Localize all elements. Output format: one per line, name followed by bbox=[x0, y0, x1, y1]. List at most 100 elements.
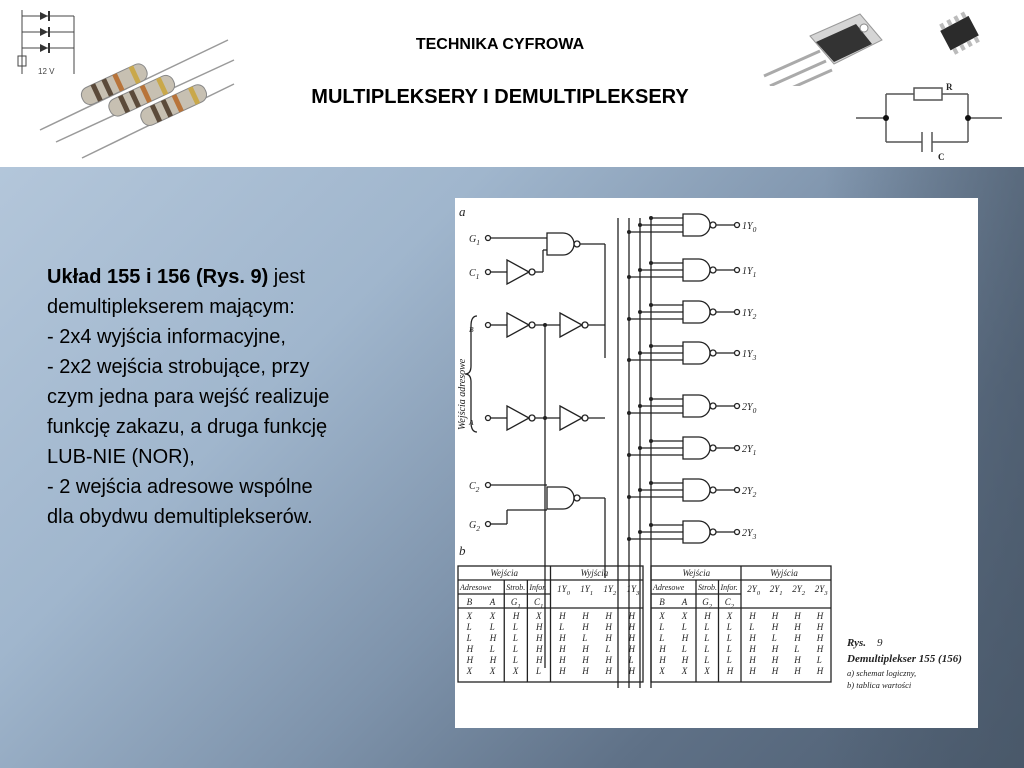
truth-table-2-cell: L bbox=[703, 622, 709, 632]
truth-table-2-cell: H bbox=[816, 611, 824, 621]
wire-junction bbox=[627, 275, 631, 279]
input-c1-terminal bbox=[484, 268, 492, 276]
truth-table-1-cell: H bbox=[466, 644, 474, 654]
gate-2y2-bubble bbox=[709, 486, 717, 494]
wire-junction bbox=[649, 216, 653, 220]
input-g1-label: G1 bbox=[469, 234, 480, 247]
truth-table-1-cell: H bbox=[558, 655, 566, 665]
gate-1y0-bubble bbox=[709, 221, 717, 229]
truth-table-2-cell: X bbox=[658, 666, 665, 676]
wire-junction bbox=[627, 358, 631, 362]
slide-text: Układ 155 i 156 (Rys. 9) jest demultiple… bbox=[47, 262, 422, 532]
truth-table-1-cell: H bbox=[558, 611, 566, 621]
truth-table-1-col-1y0: 1Y0 bbox=[557, 584, 571, 597]
truth-table-2-col-2y3: 2Y3 bbox=[815, 584, 829, 597]
gate-1y0-terminal bbox=[733, 221, 741, 229]
truth-table-2-cell: H bbox=[748, 644, 756, 654]
resistors-decoration bbox=[39, 39, 235, 159]
truth-table-1-cell: X bbox=[466, 666, 473, 676]
text-line-4: czym jedna para wejść realizuje bbox=[47, 386, 330, 408]
truth-table-1-cell: L bbox=[535, 666, 541, 676]
truth-table-1-cell: L bbox=[627, 655, 633, 665]
truth-table-2-cell: H bbox=[703, 611, 711, 621]
gate-2y3-terminal bbox=[733, 528, 741, 536]
truth-table-2-cell: H bbox=[771, 611, 779, 621]
truth-table-1-cell: H bbox=[466, 655, 474, 665]
truth-table-2-cell: H bbox=[748, 655, 756, 665]
gate-1y2-bubble bbox=[709, 308, 717, 316]
input-c2-terminal bbox=[484, 481, 492, 489]
text-line-1: demultiplekserem mającym: bbox=[47, 296, 295, 318]
wire-junction bbox=[649, 439, 653, 443]
truth-table-1-col-a: A bbox=[489, 597, 496, 607]
address-inputs-label: Wejścia adresowe bbox=[457, 358, 468, 430]
truth-table-2-cell: H bbox=[658, 655, 666, 665]
truth-table-1-col-c1: C1 bbox=[534, 597, 543, 610]
buffer-b2 bbox=[559, 311, 584, 339]
truth-table-2-cell: H bbox=[748, 611, 756, 621]
truth-table-1-cell: L bbox=[604, 644, 610, 654]
truth-table-2-cell: H bbox=[748, 633, 756, 643]
truth-table-2-cell: H bbox=[748, 666, 756, 676]
truth-table-2-cell: H bbox=[816, 666, 824, 676]
output-2y3-label: 2Y3 bbox=[742, 528, 757, 541]
truth-table-2-cell: L bbox=[703, 633, 709, 643]
truth-table-2-cell: H bbox=[793, 666, 801, 676]
gate-2y1-bubble bbox=[709, 444, 717, 452]
caption-part-b: b) tablica wartości bbox=[847, 680, 912, 690]
truth-table-1-cell: L bbox=[489, 622, 495, 632]
gate-1y2-terminal bbox=[733, 308, 741, 316]
slide-header: 12 V TECHNIKA CYFROWA MULTIPLEKSERY I DE… bbox=[0, 0, 1024, 167]
gate-1y1-bubble bbox=[709, 266, 717, 274]
truth-table-1-sub-address: Adresowe bbox=[459, 583, 492, 592]
truth-table-2-cell: X bbox=[681, 611, 688, 621]
gate-2y1-terminal bbox=[733, 444, 741, 452]
wire-junction bbox=[649, 261, 653, 265]
truth-table-2-sub-strobe: Strob. bbox=[698, 583, 717, 592]
output-2y1-label: 2Y1 bbox=[742, 444, 756, 457]
buffer-a1 bbox=[506, 404, 531, 432]
gate-1y3-bubble bbox=[709, 349, 717, 357]
truth-table-2-cell: H bbox=[771, 666, 779, 676]
truth-table-2-cell: L bbox=[658, 633, 664, 643]
truth-table-2-cell: H bbox=[771, 622, 779, 632]
truth-table-2-cell: X bbox=[703, 666, 710, 676]
truth-table-2-col-b: B bbox=[659, 597, 665, 607]
gate-2y2-terminal bbox=[733, 486, 741, 494]
truth-table-2-group-outputs: Wyjścia bbox=[770, 568, 798, 578]
truth-table-1-cell: L bbox=[512, 655, 518, 665]
truth-table-2-cell: L bbox=[726, 633, 732, 643]
truth-table-2-cell: L bbox=[748, 622, 754, 632]
wire-junction bbox=[638, 268, 642, 272]
chip-decoration bbox=[939, 11, 980, 55]
wire-junction bbox=[627, 453, 631, 457]
input-g2-label: G2 bbox=[469, 520, 480, 533]
truth-table-2-col-2y2: 2Y2 bbox=[792, 584, 806, 597]
wire-junction bbox=[649, 481, 653, 485]
rc-circuit-decoration: R C bbox=[856, 82, 1002, 162]
truth-table-1-cell: L bbox=[466, 622, 472, 632]
truth-table-1-cell: H bbox=[535, 644, 543, 654]
truth-table-2-cell: H bbox=[793, 655, 801, 665]
input-c1-label: C1 bbox=[469, 268, 479, 281]
truth-table-2-cell: H bbox=[816, 622, 824, 632]
truth-table-2-col-a: A bbox=[681, 597, 688, 607]
text-line-0: Układ 155 i 156 (Rys. 9) jest bbox=[47, 262, 422, 292]
gate-2y2 bbox=[682, 478, 711, 502]
input-g2-terminal bbox=[484, 520, 492, 528]
truth-table-1-cell: H bbox=[627, 666, 635, 676]
truth-table-1-cell: H bbox=[581, 611, 589, 621]
truth-table-1-cell: H bbox=[489, 633, 497, 643]
truth-table-2-cell: L bbox=[658, 622, 664, 632]
truth-table-2-cell: L bbox=[793, 644, 799, 654]
gate-1y3-terminal bbox=[733, 349, 741, 357]
truth-table-2-cell: H bbox=[681, 655, 689, 665]
truth-table-1-cell: H bbox=[627, 622, 635, 632]
gate-strobe2 bbox=[546, 486, 575, 510]
truth-table-2-cell: H bbox=[816, 633, 824, 643]
truth-table-1-cell: H bbox=[558, 633, 566, 643]
truth-table-2-cell: H bbox=[771, 644, 779, 654]
truth-table-1-cell: L bbox=[581, 633, 587, 643]
